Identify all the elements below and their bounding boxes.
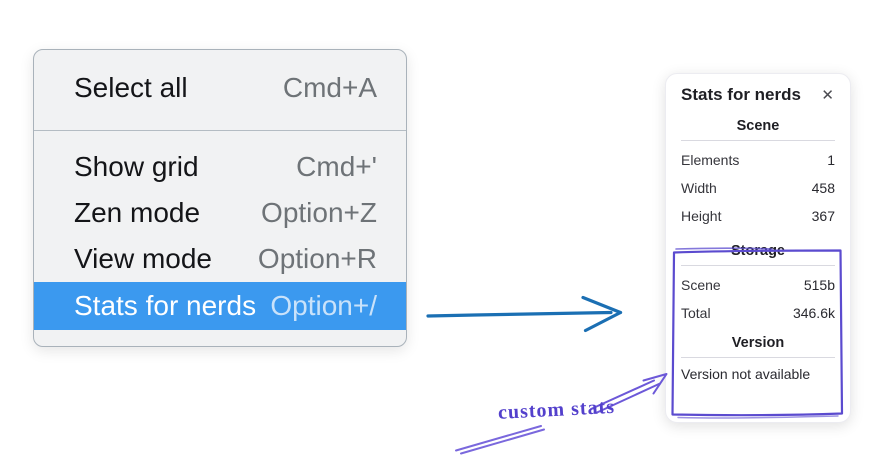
- stat-label: Scene: [681, 277, 721, 293]
- stat-label: Elements: [681, 152, 740, 168]
- menu-item-shortcut: Cmd+A: [282, 72, 377, 103]
- menu-item-show-grid[interactable]: Show grid Cmd+': [34, 144, 406, 190]
- stat-row-total: Total 346.6k: [681, 299, 835, 327]
- stat-value: 458: [811, 180, 835, 196]
- stat-value: 1: [827, 152, 835, 168]
- version-section-header: Version: [681, 335, 835, 358]
- close-icon[interactable]: ✕: [821, 86, 834, 104]
- scene-section-header: Scene: [681, 118, 835, 141]
- custom-stats-label: custom stats: [497, 395, 616, 424]
- menu-item-stats-for-nerds[interactable]: Stats for nerds Option+/: [34, 282, 406, 330]
- stat-value: 346.6k: [792, 305, 835, 321]
- stat-label: Total: [681, 305, 711, 321]
- menu-item-view-mode[interactable]: View mode Option+R: [34, 236, 406, 282]
- menu-item-shortcut: Option+Z: [261, 197, 377, 228]
- stat-value: 367: [811, 208, 835, 224]
- version-note: Version not available: [681, 366, 811, 382]
- menu-item-zen-mode[interactable]: Zen mode Option+Z: [34, 190, 406, 236]
- context-menu: Select all Cmd+A Show grid Cmd+' Zen mod…: [33, 49, 407, 347]
- menu-item-shortcut: Option+/: [270, 290, 377, 321]
- stat-label: Width: [681, 180, 717, 196]
- stat-label: Height: [681, 208, 722, 224]
- storage-section-rows: Scene 515b Total 346.6k: [681, 266, 835, 327]
- menu-item-label: Show grid: [74, 151, 199, 182]
- stat-value: 515b: [803, 277, 835, 293]
- custom-stats-underline: [455, 425, 545, 455]
- menu-item-label: Zen mode: [74, 197, 201, 228]
- stat-row-height: Height 367: [681, 202, 835, 230]
- stat-row-width: Width 458: [681, 174, 835, 202]
- menu-divider: [34, 130, 406, 131]
- menu-item-label: View mode: [74, 243, 213, 274]
- menu-item-shortcut: Cmd+': [296, 151, 377, 182]
- menu-item-label: Select all: [74, 72, 188, 103]
- menu-item-select-all[interactable]: Select all Cmd+A: [34, 63, 406, 113]
- stats-for-nerds-panel: Stats for nerds ✕ Scene Elements 1 Width…: [665, 73, 851, 423]
- stat-row-scene: Scene 515b: [681, 271, 835, 299]
- menu-item-shortcut: Option+R: [257, 243, 377, 274]
- storage-section-header: Storage: [681, 243, 835, 266]
- scene-section-rows: Elements 1 Width 458 Height 367: [681, 141, 835, 230]
- blue-arrow: [426, 295, 623, 333]
- stats-panel-title: Stats for nerds: [681, 85, 801, 104]
- stat-row-elements: Elements 1: [681, 146, 835, 174]
- menu-item-label: Stats for nerds: [74, 290, 257, 321]
- stats-panel-header: Stats for nerds ✕: [681, 85, 835, 105]
